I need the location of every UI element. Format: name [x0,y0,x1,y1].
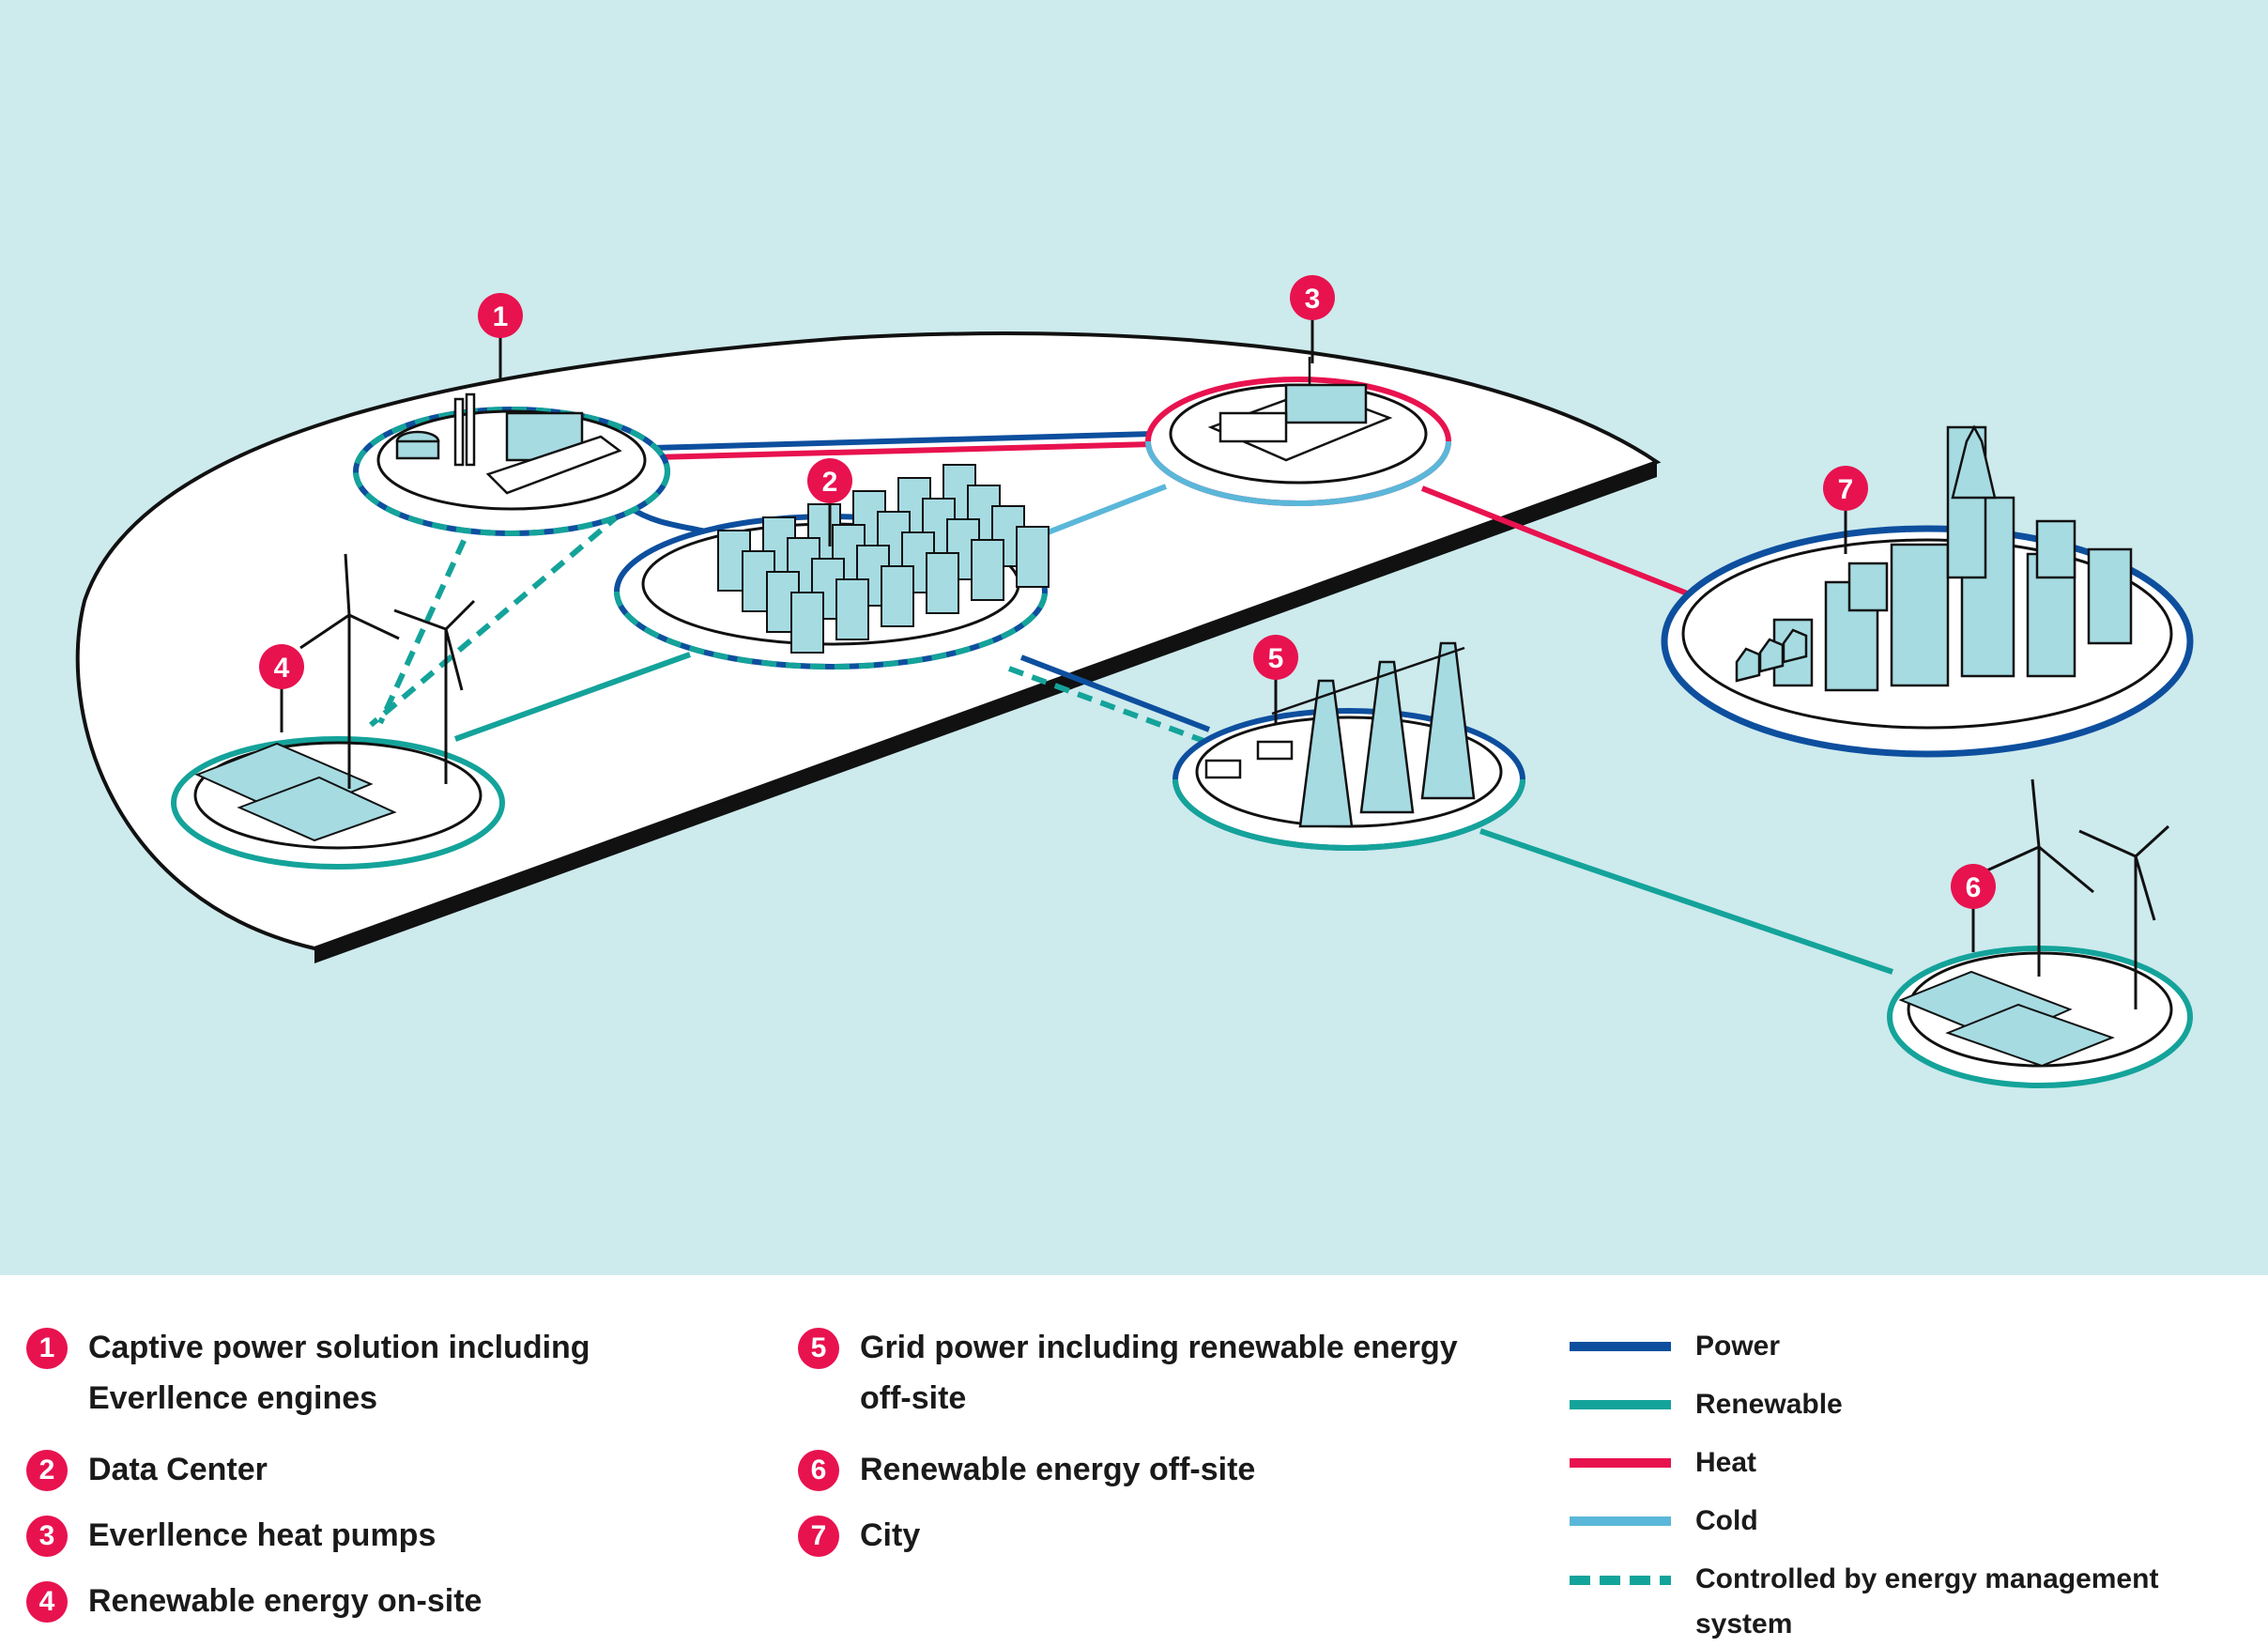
badge-2: 2 [26,1450,68,1491]
key-ems: Controlled by energy management system [1570,1557,2158,1647]
marker-label-2: 2 [822,467,838,498]
heat-line-3-7 [1420,485,1701,601]
legend-text-3: Everllence heat pumps [88,1517,437,1553]
heat-line-1-3 [654,441,1154,460]
ems-line-2-5 [1007,666,1208,745]
marker-renewable-onsite: 4 [259,644,304,732]
city-house [1782,628,1808,664]
legend-item-2: 2 Data Center [26,1448,268,1495]
city-building [2035,519,2076,579]
cold-swatch [1570,1516,1671,1526]
city-buildings [1735,424,2133,692]
node-renewable-offsite [1887,778,2193,1088]
marker-label-4: 4 [274,653,290,684]
renewable-line-4-2 [453,652,692,742]
legend-text-4: Renewable energy on-site [88,1583,483,1619]
marker-badges: 1 2 3 4 5 6 7 [259,275,1996,952]
server-rack [971,539,1004,601]
legend-text-5: Grid power including renewable energy of… [860,1330,1458,1416]
node-city [1661,424,2194,758]
server-rack [881,565,914,627]
badge-6: 6 [798,1450,839,1491]
energy-system-diagram: 1 2 3 4 5 6 7 [0,0,2268,1275]
ems-swatch [1570,1576,1671,1585]
legend-item-5: 5 Grid power including renewable energy … [798,1326,1458,1424]
legend-text-2: Data Center [88,1452,268,1487]
marker-label-3: 3 [1305,284,1321,315]
node-heat-pumps [1145,357,1451,506]
legend-item-3: 3 Everllence heat pumps [26,1514,436,1561]
badge-4: 4 [26,1581,68,1623]
marker-label-1: 1 [493,301,509,332]
key-cold: Cold [1570,1499,1758,1544]
renewable-line-5-6 [1479,828,1893,975]
server-rack [1016,526,1050,588]
city-building [1890,543,1950,687]
ems-line-1-4a [377,516,477,725]
badge-7: 7 [798,1516,839,1557]
legend-text-6: Renewable energy off-site [860,1452,1256,1487]
server-rack [790,592,824,654]
legend-item-6: 6 Renewable energy off-site [798,1448,1255,1495]
marker-grid-power: 5 [1253,635,1298,723]
badge-3: 3 [26,1516,68,1557]
key-power: Power [1570,1324,1780,1369]
marker-label-7: 7 [1838,474,1854,505]
legend-item-4: 4 Renewable energy on-site [26,1579,482,1626]
legend-item-1: 1 Captive power solution including Everl… [26,1326,590,1424]
key-heat: Heat [1570,1440,1756,1485]
server-rack [926,552,959,614]
marker-renewable-offsite: 6 [1951,864,1996,952]
city-building [2087,547,2133,645]
heat-swatch [1570,1458,1671,1468]
badge-1: 1 [26,1328,68,1369]
marker-label-5: 5 [1268,643,1284,674]
city-building [1847,562,1889,612]
power-line-1-3 [651,431,1154,451]
node-grid-power [1172,641,1525,851]
marker-captive-power: 1 [478,293,523,381]
ems-line-1-4b [369,512,621,728]
node-renewable-onsite [171,553,505,870]
legend-text-1: Captive power solution including Everlle… [88,1330,590,1416]
marker-label-6: 6 [1966,872,1982,903]
key-renewable: Renewable [1570,1382,1843,1427]
node-captive-power [353,393,670,536]
legend-text-7: City [860,1517,921,1553]
server-racks [717,464,1050,654]
city-spire [1951,424,1997,500]
server-rack [835,578,869,640]
legend: 1 Captive power solution including Everl… [0,1275,2268,1647]
marker-heat-pumps: 3 [1290,275,1335,363]
power-swatch [1570,1342,1671,1351]
marker-city: 7 [1823,466,1868,554]
legend-item-7: 7 City [798,1514,920,1561]
node-data-center [614,464,1050,670]
renewable-swatch [1570,1400,1671,1409]
power-line-2-5 [1019,654,1211,732]
marker-data-center: 2 [807,458,852,546]
badge-5: 5 [798,1328,839,1369]
